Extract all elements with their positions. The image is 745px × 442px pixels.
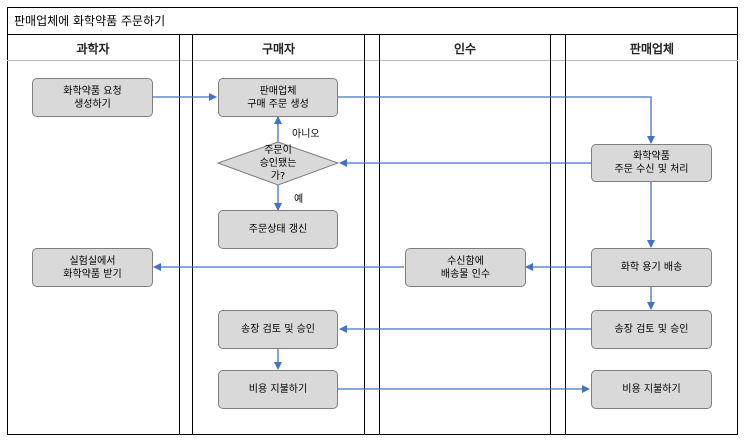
node-pay-buyer: 비용 지불하기: [218, 370, 338, 409]
node-update-status: 주문상태 갱신: [218, 210, 338, 249]
lane-divider: [192, 35, 193, 435]
title-bar: [7, 7, 738, 35]
node-invoice-buyer: 송장 검토 및 승인: [218, 310, 338, 349]
node-receive-order: 화학약품 주문 수신 및 처리: [591, 144, 712, 182]
lane-header-vendor: 판매업체: [629, 42, 675, 56]
lane-divider: [379, 35, 380, 435]
node-decision-text: 주문이 승인됐는 가?: [259, 145, 297, 182]
lane-header-receiving: 인수: [453, 42, 477, 56]
node-lab-receive: 실험실에서 화학약품 받기: [32, 248, 153, 287]
decision-diamond: [216, 141, 340, 186]
lane-divider: [550, 35, 551, 435]
label-yes: 예: [294, 194, 304, 205]
node-ship-container: 화학 용기 배송: [591, 248, 712, 287]
lane-divider: [565, 35, 566, 435]
lane-header-scientist: 과학자: [76, 42, 110, 56]
lane-header-divider: [7, 60, 738, 61]
lane-divider: [364, 35, 365, 435]
diagram-title: 판매업체에 화학약품 주문하기: [14, 14, 166, 28]
node-create-request: 화학약품 요청 생성하기: [32, 78, 153, 117]
node-create-po: 판매업체 구매 주문 생성: [218, 78, 338, 117]
node-invoice-vendor: 송장 검토 및 승인: [591, 310, 712, 349]
node-inbox-receive: 수신함에 배송물 인수: [405, 248, 526, 287]
arrow-po-to-vendor: [338, 96, 655, 144]
label-no: 아니오: [292, 129, 320, 140]
lane-divider: [179, 35, 180, 435]
lane-header-buyer: 구매자: [261, 42, 296, 56]
node-pay-vendor: 비용 지불하기: [591, 370, 712, 409]
